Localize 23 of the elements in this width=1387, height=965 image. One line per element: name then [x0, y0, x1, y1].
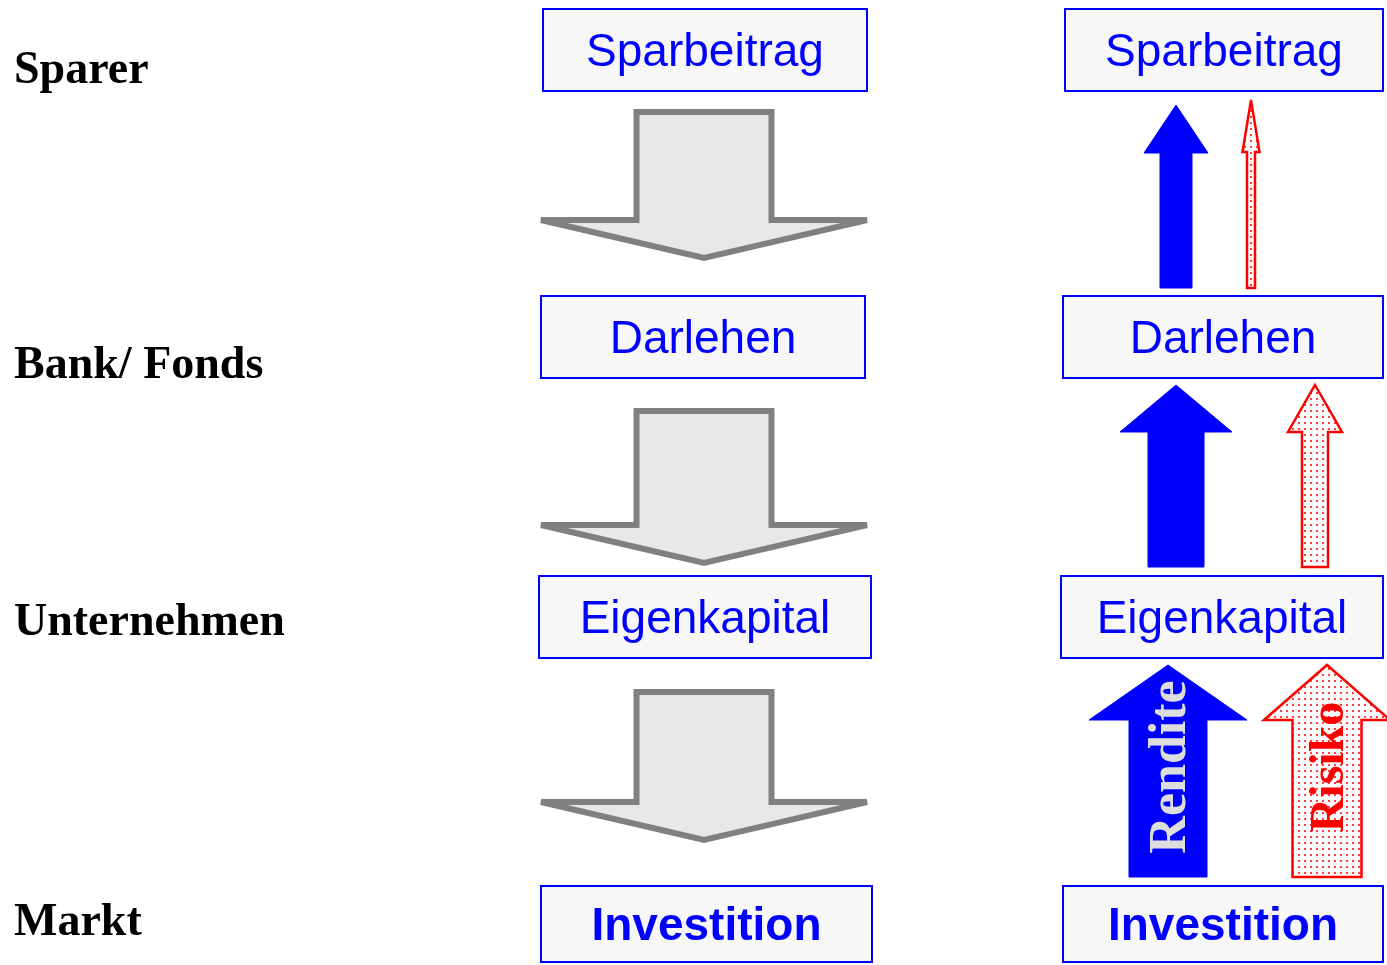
- edge-label: Rendite: [1142, 680, 1194, 854]
- block-arrow: [1143, 104, 1209, 289]
- block-arrow: [1088, 664, 1248, 878]
- text-box: Sparbeitrag: [1064, 8, 1384, 92]
- row-label: Bank/ Fonds: [14, 340, 264, 386]
- row-label: Unternehmen: [14, 597, 285, 643]
- text-box: Eigenkapital: [538, 575, 872, 659]
- text-box: Investition: [1062, 885, 1384, 963]
- block-arrow: [1241, 98, 1261, 290]
- text-box: Investition: [540, 885, 873, 963]
- edge-label: Risiko: [1303, 701, 1351, 833]
- block-arrow: [538, 689, 870, 844]
- block-arrow: [1285, 382, 1345, 569]
- block-arrow: [1260, 663, 1387, 879]
- block-arrow: [538, 408, 870, 567]
- row-label: Markt: [14, 897, 142, 943]
- row-label: Sparer: [14, 45, 149, 91]
- text-box: Darlehen: [540, 295, 866, 379]
- text-box: Sparbeitrag: [542, 8, 868, 92]
- text-box: Darlehen: [1062, 295, 1384, 379]
- block-arrow: [538, 109, 870, 262]
- block-arrow: [1119, 384, 1233, 568]
- text-box: Eigenkapital: [1060, 575, 1384, 659]
